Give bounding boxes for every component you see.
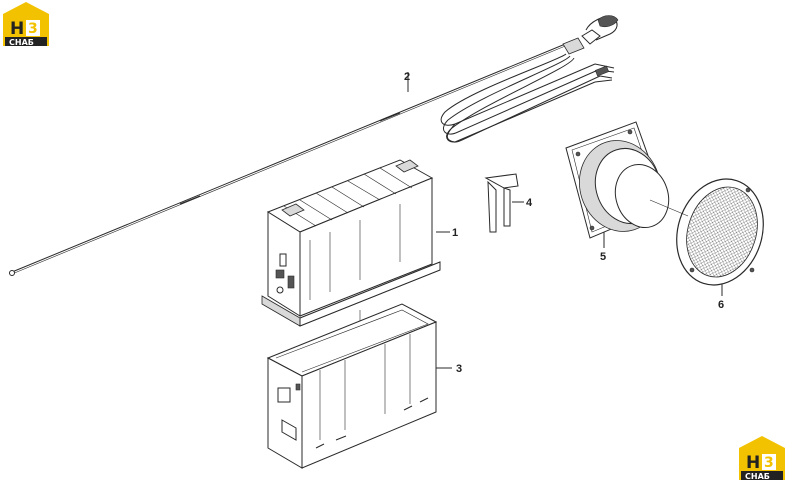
antenna	[9, 15, 619, 276]
mounting-frame	[266, 303, 452, 469]
callout-1: 1	[452, 227, 458, 239]
radio-receiver	[261, 159, 450, 327]
removal-key	[484, 173, 524, 233]
logo-badge: 3	[764, 455, 774, 471]
logo-caption: CHAБ	[745, 472, 770, 481]
logo-letter: H	[746, 453, 760, 473]
speaker	[565, 121, 670, 248]
logo-top-left: H 3 CHAБ	[3, 2, 49, 47]
callout-5: 5	[600, 251, 606, 263]
callout-2: 2	[404, 71, 410, 83]
logo-badge: 3	[28, 21, 38, 37]
logo-caption: CHAБ	[9, 38, 34, 47]
callout-3: 3	[456, 363, 462, 375]
logo-bottom-right: H 3 CHAБ	[739, 436, 785, 481]
callout-6: 6	[718, 299, 724, 311]
logo-letter: H	[10, 19, 24, 39]
callout-4: 4	[526, 197, 533, 209]
speaker-grille	[649, 178, 764, 296]
